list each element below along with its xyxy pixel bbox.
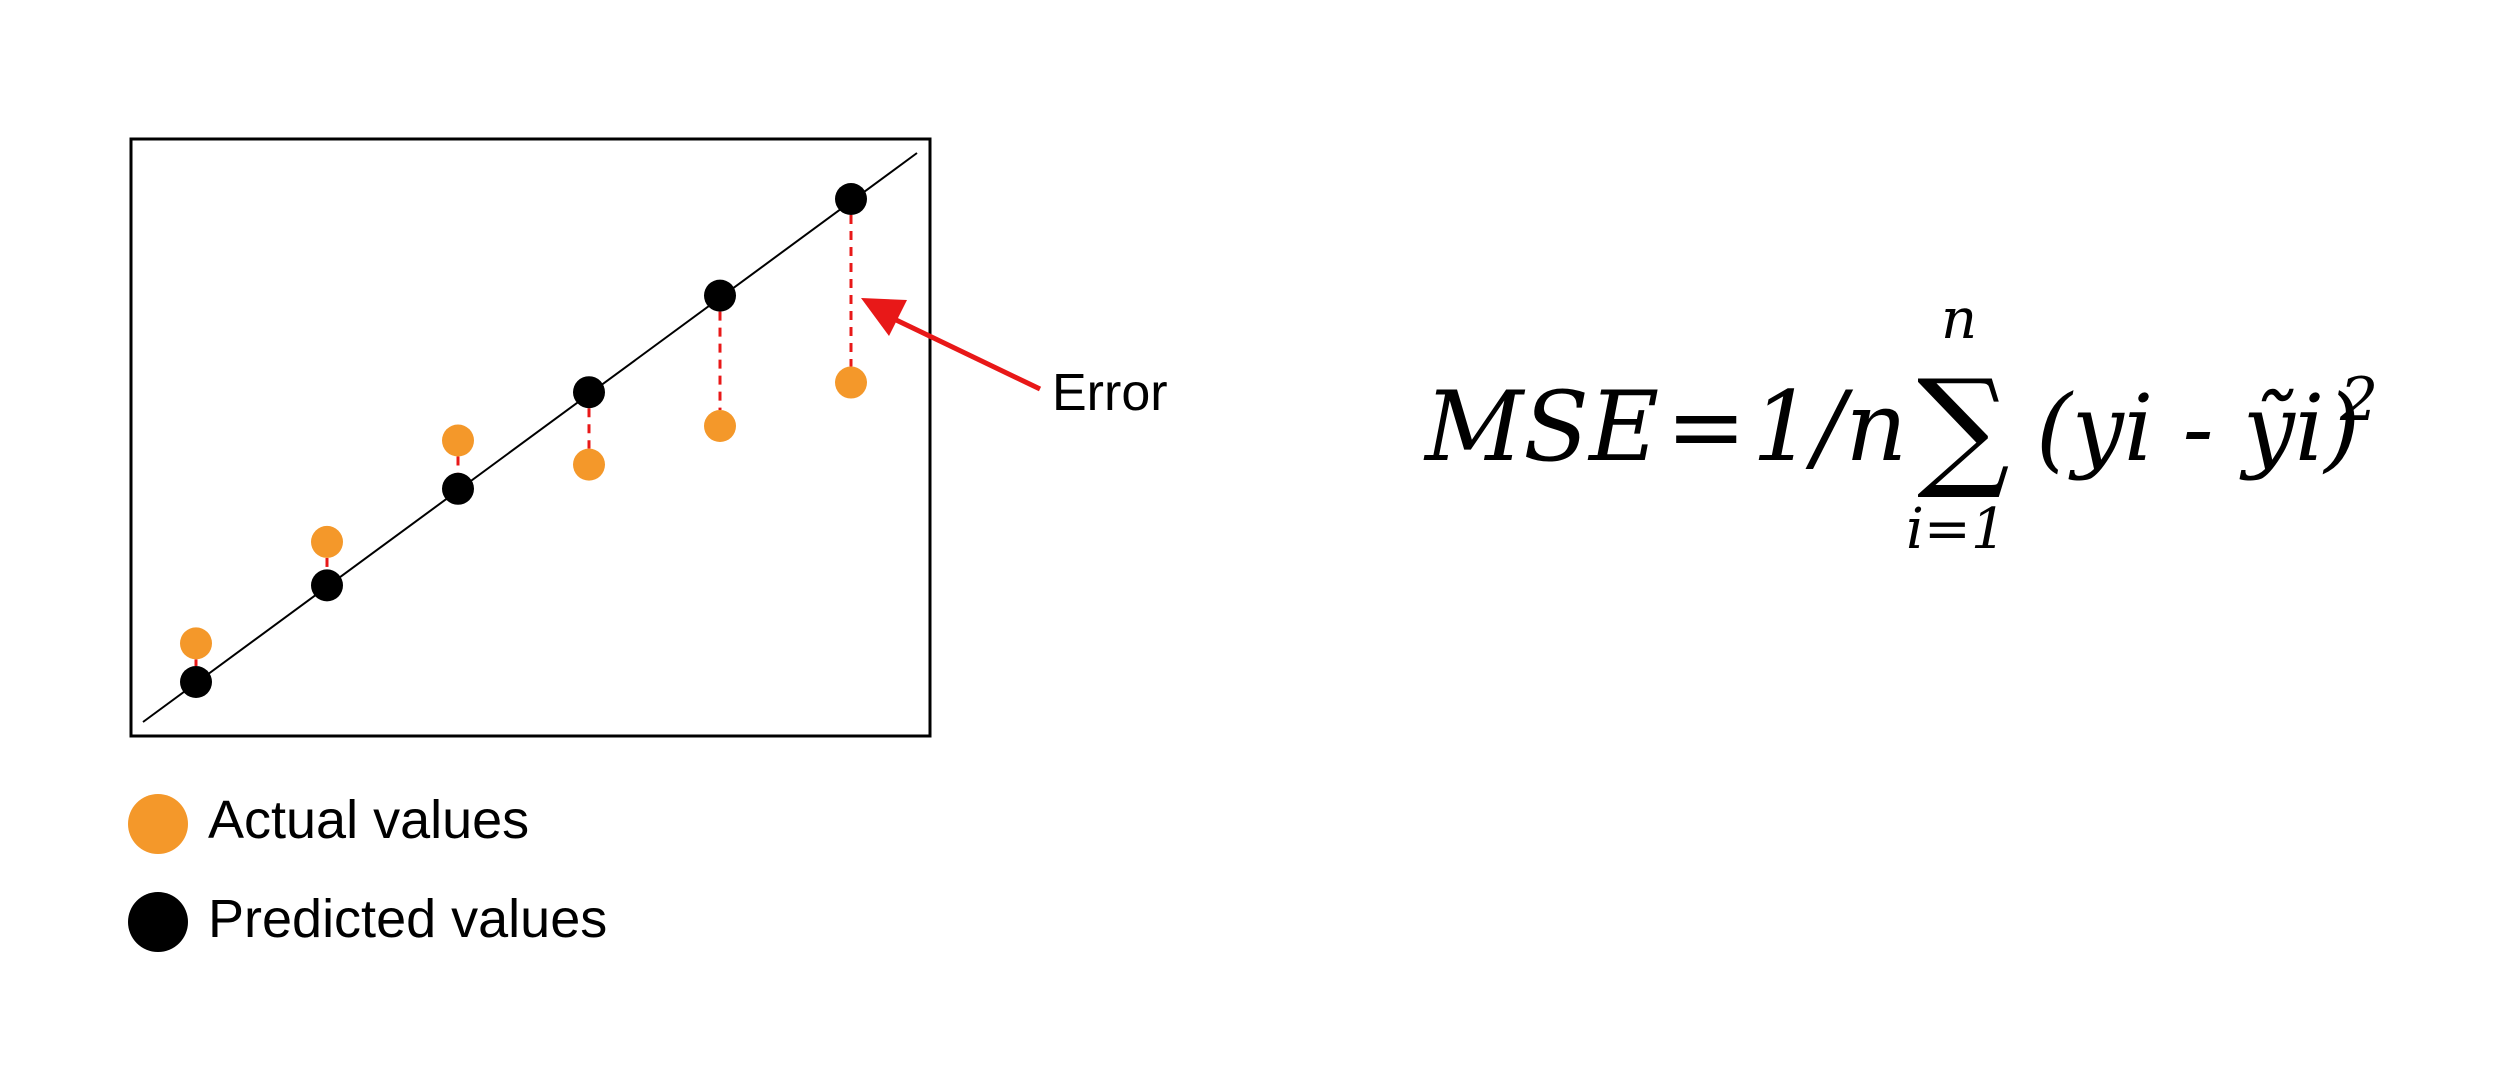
legend-predicted-marker (128, 892, 188, 952)
scatter-plot (129, 137, 932, 738)
actual-point (311, 525, 343, 558)
predicted-point (704, 279, 736, 312)
error-annotation: Error (861, 298, 1168, 422)
legend: Actual values Predicted values (128, 790, 607, 952)
regression-line (142, 152, 918, 723)
formula-term-y-hat: ỹi (2239, 375, 2324, 482)
predicted-point (573, 376, 605, 409)
formula-upper-limit: n (1941, 287, 1977, 352)
predicted-point (180, 666, 212, 698)
predicted-points (180, 183, 867, 698)
formula-term-open: (yi - (2036, 375, 2243, 482)
legend-item-actual: Actual values (128, 790, 529, 854)
formula-term-close: ) (2322, 375, 2360, 482)
error-arrow-head (861, 298, 907, 336)
formula-lower-limit: i=1 (1906, 497, 2006, 562)
actual-point (442, 424, 474, 457)
legend-item-predicted: Predicted values (128, 889, 607, 952)
actual-point (835, 366, 867, 399)
formula-sum-symbol: ∑ (1917, 351, 2010, 503)
error-label: Error (1052, 364, 1168, 422)
error-arrow-shaft (890, 315, 1042, 392)
error-lines (194, 215, 853, 666)
plot-frame (129, 137, 932, 738)
legend-predicted-label: Predicted values (208, 889, 607, 949)
formula-exponent: 2 (2339, 365, 2378, 435)
formula-coefficient: 1/n (1752, 371, 1907, 483)
actual-point (704, 410, 736, 443)
predicted-point (311, 569, 343, 602)
predicted-point (442, 472, 474, 505)
formula-lhs: MSE (1423, 371, 1659, 483)
actual-point (573, 448, 605, 481)
predicted-point (835, 183, 867, 215)
legend-actual-label: Actual values (208, 790, 529, 850)
actual-point (180, 627, 212, 660)
formula-equals: = (1666, 371, 1746, 483)
formula-term: (yi - ỹi) (2036, 375, 2360, 482)
mse-formula: MSE = 1/n ∑ n i=1 (yi - ỹi) 2 (1423, 287, 2378, 562)
actual-points (180, 366, 867, 660)
legend-actual-marker (128, 794, 188, 854)
